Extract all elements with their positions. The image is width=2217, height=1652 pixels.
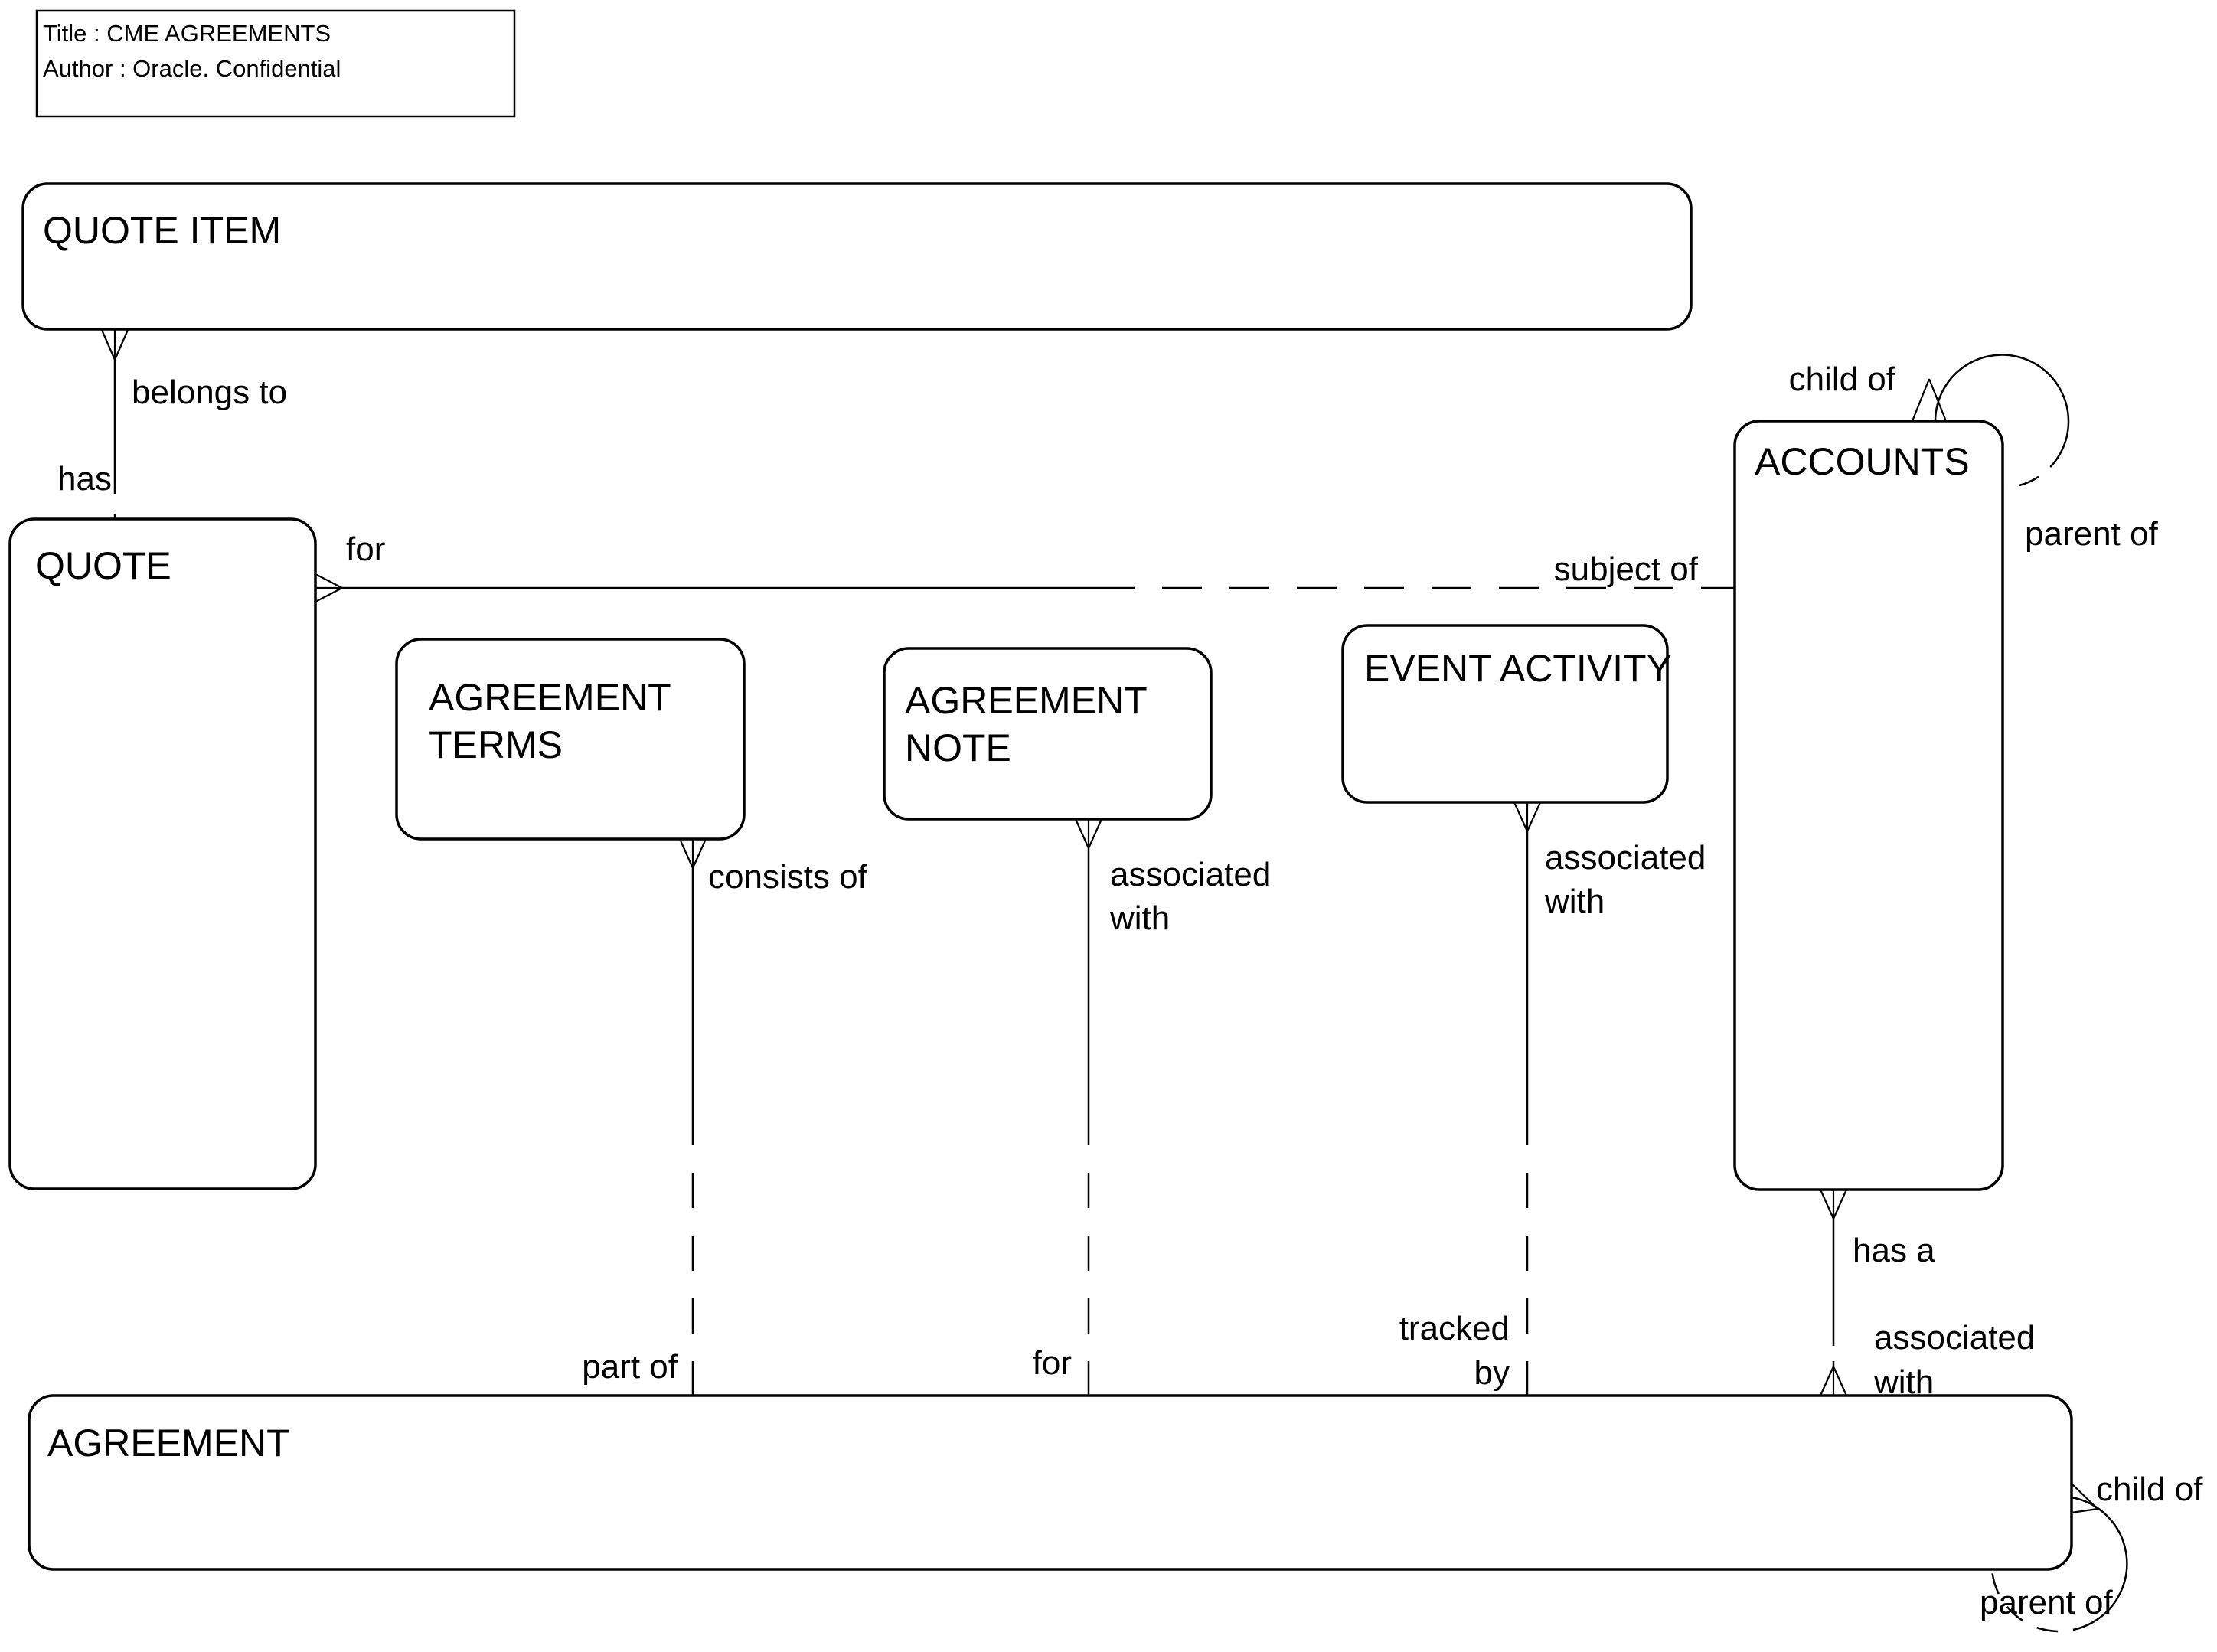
relationship-quote-item-quote: belongs to has [57,329,287,519]
crowsfoot-quote-item-icon [100,329,129,361]
label-with: with [1109,899,1170,937]
self-loop-solid [1934,354,2070,450]
label-associated: associated [1545,839,1706,877]
entity-quote-item[interactable]: QUOTE ITEM [21,182,1693,331]
label-belongs-to: belongs to [132,374,287,411]
label-consists-of: consists of [708,858,868,896]
entity-agreement-box[interactable] [28,1394,2073,1571]
label-child-of: child of [2096,1471,2203,1508]
crowsfoot-agreement-terms-icon [678,838,707,869]
entity-event-activity-label: EVENT ACTIVITY [1364,647,1672,690]
diagram-author: Author : Oracle. Confidential [43,55,341,82]
relationship-accounts-agreement: has a associated with [1819,1189,2035,1401]
relationship-note-agreement: associated with for [1033,818,1271,1396]
entity-agreement-terms-label-line2: TERMS [429,723,563,766]
entity-agreement[interactable]: AGREEMENT [28,1394,2073,1571]
entity-event-activity[interactable]: EVENT ACTIVITY [1341,624,1672,804]
label-with: with [1544,883,1605,920]
entity-event-activity-box[interactable] [1341,624,1669,804]
diagram-title-box: Title : CME AGREEMENTS Author : Oracle. … [35,9,516,118]
label-child-of: child of [1789,361,1896,398]
entity-quote-item-label: QUOTE ITEM [43,209,281,252]
crowsfoot-agreement-right-icon [2071,1483,2098,1514]
label-for: for [346,531,385,568]
entity-accounts[interactable]: ACCOUNTS [1733,420,2004,1191]
crowsfoot-accounts-bottom-icon [1819,1189,1848,1219]
entity-quote-label: QUOTE [35,544,171,587]
label-parent-of: parent of [1980,1584,2113,1621]
entity-agreement-terms-label-line1: AGREEMENT [429,676,671,719]
relationship-activity-agreement: associated with tracked by [1399,802,1706,1396]
entity-quote-box[interactable] [8,517,317,1190]
relationship-agreement-self: child of parent of [1980,1471,2203,1633]
entity-agreement-note-label-line1: AGREEMENT [905,679,1148,722]
entity-agreement-note-box[interactable] [883,647,1213,821]
crowsfoot-quote-right-icon [315,573,343,602]
label-by: by [1474,1354,1510,1392]
entity-quote[interactable]: QUOTE [8,517,317,1190]
crowsfoot-accounts-top-icon [1911,378,1948,422]
entity-agreement-note-label-line2: NOTE [905,726,1011,769]
relationship-quote-accounts: for subject of [315,531,1735,602]
entity-accounts-label: ACCOUNTS [1755,440,1970,483]
label-part-of: part of [582,1348,678,1386]
diagram-title-box-frame [35,9,516,118]
relationship-terms-agreement: consists of part of [582,838,868,1396]
entity-agreement-note[interactable]: AGREEMENT NOTE [883,647,1213,821]
label-has-a: has a [1853,1232,1935,1269]
crowsfoot-agreement-top-icon [1819,1366,1848,1396]
crowsfoot-event-activity-icon [1513,802,1542,832]
entity-agreement-terms-box[interactable] [395,638,746,841]
self-loop-dashed [1990,1569,2094,1633]
label-associated: associated [1110,856,1271,893]
entity-quote-item-box[interactable] [21,182,1693,331]
label-subject-of: subject of [1554,550,1699,588]
self-loop-dashed [2002,449,2064,489]
relationship-accounts-self: child of parent of [1789,354,2158,553]
entity-agreement-label: AGREEMENT [47,1422,290,1464]
label-tracked: tracked [1399,1310,1510,1347]
crowsfoot-agreement-note-icon [1074,818,1103,849]
label-for: for [1033,1344,1072,1382]
entity-accounts-box[interactable] [1733,420,2004,1191]
diagram-title: Title : CME AGREEMENTS [43,20,331,47]
label-has: has [57,460,112,498]
label-parent-of: parent of [2025,515,2158,553]
entity-agreement-terms[interactable]: AGREEMENT TERMS [395,638,746,841]
label-associated: associated [1874,1319,2035,1357]
